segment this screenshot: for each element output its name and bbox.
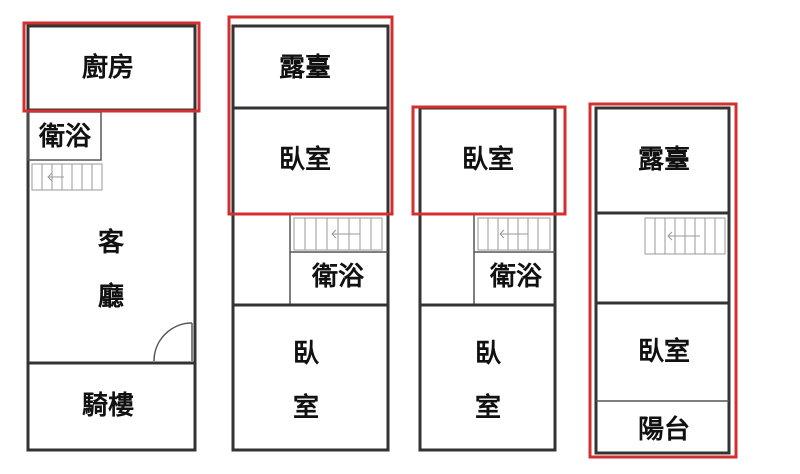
floor-4-plan: 露臺 臥室 陽台 <box>588 102 738 459</box>
floor-1-living-label-bottom: 廳 <box>98 281 124 312</box>
floor-1-stairs <box>31 163 103 191</box>
floor-3-bedroom-front-label: 臥室 <box>462 144 514 175</box>
floor-4-stairs <box>644 217 726 255</box>
floor-4-outline <box>594 106 731 455</box>
floor-3-plan: 臥室 衛浴 臥 室 <box>411 105 567 452</box>
floor-3-bedroom-back-label-top: 臥 <box>475 339 502 369</box>
floor-3-bedroom-back-label-bottom: 室 <box>475 392 501 423</box>
floor-2-terrace-label: 露臺 <box>279 53 331 83</box>
floor-4-terrace-label: 露臺 <box>638 145 690 175</box>
floor-1-kitchen-label: 廚房 <box>82 52 134 83</box>
floor-2-bedroom-back-label-top: 臥 <box>293 339 320 369</box>
floor-4-balcony-label: 陽台 <box>638 414 690 445</box>
floor-1-plan: 廚房 衛浴 客 廳 騎樓 <box>22 21 201 452</box>
floor-2-highlight <box>227 15 394 216</box>
floor-1-door <box>153 322 193 362</box>
floor-2-stairs <box>293 217 383 251</box>
floor-1-arcade-label: 騎樓 <box>82 390 134 421</box>
floor-1-outline <box>26 24 197 452</box>
floor-4-highlight <box>588 102 738 459</box>
floor-2-outline <box>231 24 390 452</box>
floor-2-bathroom-label: 衛浴 <box>311 262 365 292</box>
floor-2-bedroom-back-label-bottom: 室 <box>293 392 319 423</box>
floor-4-bedroom-label: 臥室 <box>638 336 690 367</box>
floor-3-highlight <box>411 105 567 216</box>
floor-3-stairs <box>477 217 551 251</box>
floor-2-bedroom-front-label: 臥室 <box>279 144 331 175</box>
floor-2-plan: 露臺 臥室 衛浴 臥 室 <box>227 15 394 452</box>
floor-3-bathroom-label: 衛浴 <box>489 262 543 292</box>
floor-1-highlight <box>22 21 201 113</box>
floor-1-living-label-top: 客 <box>98 227 125 258</box>
floor-1-bathroom-label: 衛浴 <box>38 122 92 152</box>
